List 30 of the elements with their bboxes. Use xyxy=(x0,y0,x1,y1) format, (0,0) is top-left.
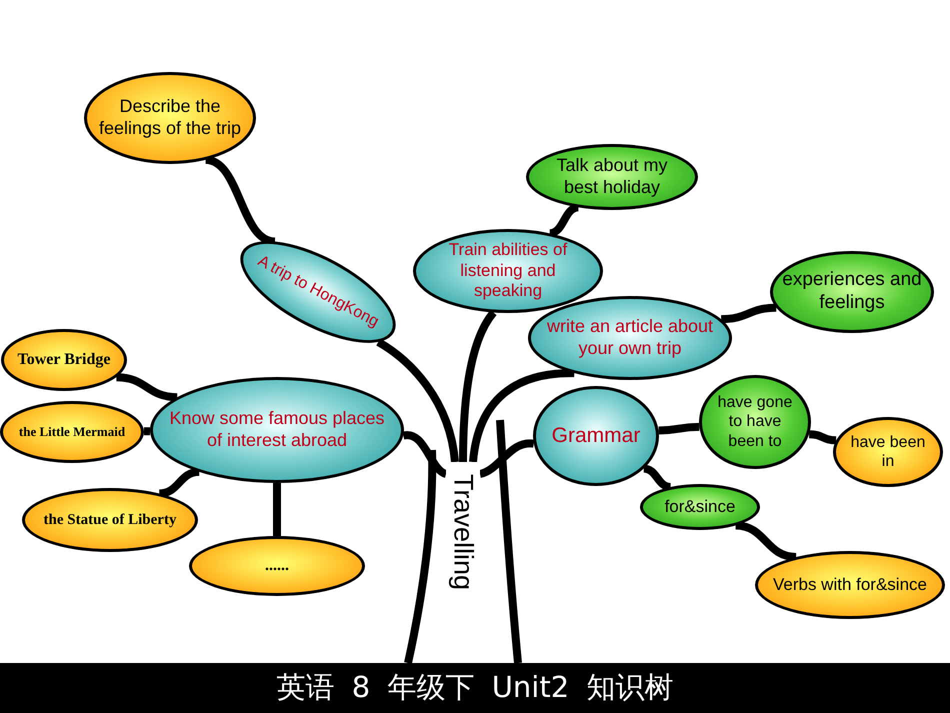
subtopic-ellipse: experiences and feelings xyxy=(770,251,934,333)
detail-ellipse: Tower Bridge xyxy=(1,329,127,391)
subtopic-ellipse: Talk about my best holiday xyxy=(526,144,698,210)
branch-line xyxy=(808,430,836,444)
branch-line xyxy=(376,338,459,463)
branch-line xyxy=(459,310,497,462)
topic-ellipse: Know some famous places of interest abroad xyxy=(150,377,404,483)
branch-line xyxy=(273,483,281,536)
detail-ellipse: Verbs with for&since xyxy=(755,551,945,619)
branch-line xyxy=(720,304,776,324)
branch-line xyxy=(735,522,796,561)
branch-line xyxy=(549,203,580,238)
subtopic-ellipse: for&since xyxy=(640,484,760,530)
branch-line xyxy=(402,431,448,478)
branch-line xyxy=(116,373,178,402)
detail-ellipse: have been in xyxy=(833,417,943,487)
detail-ellipse: ...... xyxy=(189,536,365,596)
topic-ellipse: Grammar xyxy=(533,386,659,486)
branch-line xyxy=(658,422,700,434)
branch-line xyxy=(478,439,534,478)
subtopic-ellipse: have gone to have been to xyxy=(699,375,811,469)
detail-ellipse: the Statue of Liberty xyxy=(22,488,198,552)
detail-ellipse: Describe the feelings of the trip xyxy=(84,72,256,164)
detail-ellipse: the Little Mermaid xyxy=(0,401,144,463)
branch-line xyxy=(643,464,672,491)
topic-ellipse: Train abilities of listening and speaking xyxy=(413,229,603,313)
title-bar: 英语 8 年级下 Unit2 知识树 xyxy=(0,663,950,713)
branch-line xyxy=(144,427,150,436)
branch-line xyxy=(469,369,574,463)
branch-line xyxy=(158,468,200,498)
